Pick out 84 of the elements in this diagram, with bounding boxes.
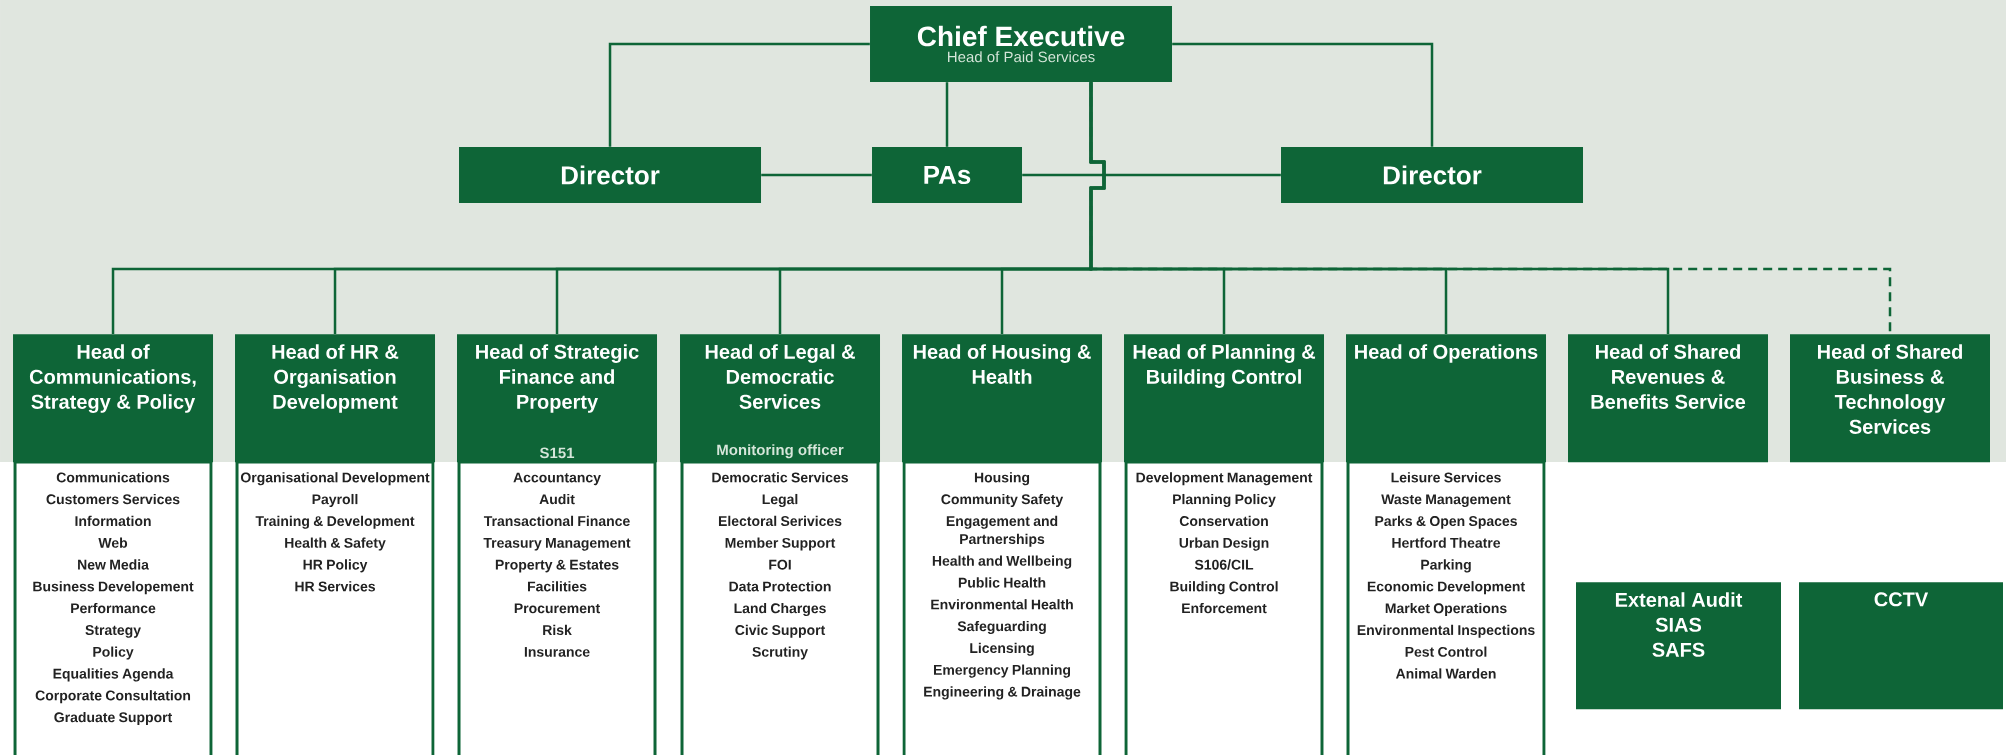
list-item: Communications — [56, 472, 170, 483]
list-item: Housing — [974, 472, 1030, 486]
header-box: Head of Housing & Health — [902, 334, 1102, 463]
connector-line — [1022, 173, 1281, 177]
list-item: Market Operations — [1385, 602, 1507, 616]
list-item: Procurement — [514, 603, 600, 614]
list-item: Property & Estates — [495, 559, 619, 573]
list-item: Customers Services — [46, 493, 180, 505]
header-box: Head of Strategic Finance and Property S151 — [457, 334, 657, 463]
list-item: HR Policy — [303, 559, 368, 573]
header-box: Head of Shared Revenues & Benefits Service — [1568, 334, 1768, 463]
list-item: Licensing — [970, 642, 1034, 656]
list-item: Insurance — [524, 647, 590, 657]
list-item: Emergency Planning — [934, 664, 1071, 678]
list-item: Conservation — [1179, 515, 1268, 527]
list-item: Planning Policy — [1173, 493, 1276, 508]
header-box: Head of Legal & Democratic Services Monitoring officer — [680, 334, 880, 463]
list-item: Community Safety — [941, 493, 1064, 507]
role-box: Director — [459, 147, 761, 203]
list-item: Hertford Theatre — [1392, 537, 1501, 548]
team-box: Extenal Audit SIAS SAFS — [1576, 582, 1781, 710]
list-item: Electoral Serivices — [718, 515, 842, 527]
list-item: Legal — [762, 493, 798, 508]
list-item: Environmental Inspections — [1357, 624, 1535, 638]
list-item: Member Support — [725, 537, 836, 551]
list-item: Organisational Development — [240, 472, 430, 486]
list-item: Building Control — [1170, 581, 1278, 595]
list-item: Risk — [543, 624, 572, 636]
list-item: Payroll — [312, 493, 358, 507]
header-box: Head of Operations — [1346, 334, 1546, 463]
list-item: Waste Management — [1381, 494, 1511, 508]
list-item: Information — [75, 515, 151, 527]
list-item: Animal Warden — [1395, 668, 1496, 679]
list-item: Engineering & Drainage — [924, 686, 1081, 700]
connector-line — [945, 82, 949, 147]
list-item: Safeguarding — [957, 620, 1046, 635]
list-item: Health and Wellbeing — [932, 555, 1072, 569]
list-item: HR Services — [295, 581, 375, 592]
list-item: Parks & Open Spaces — [1375, 515, 1517, 529]
list-item: Equalities Agenda — [53, 668, 174, 682]
list-item: Performance — [71, 602, 156, 614]
list-item: New Media — [78, 559, 149, 570]
list-item: Accountancy — [513, 472, 601, 486]
list-item: Civic Support — [735, 624, 826, 638]
list-item: Development Management — [1136, 472, 1313, 486]
list-item: Enforcement — [1182, 602, 1267, 614]
list-item: Urban Design — [1179, 537, 1269, 551]
connector-line — [1172, 42, 1434, 147]
header-box: Head of Planning & Building Control — [1124, 334, 1324, 463]
list-item: Web — [98, 537, 128, 548]
list-item: Environmental Health — [931, 599, 1073, 610]
connector-line — [761, 173, 872, 177]
list-item: Health & Safety — [285, 537, 386, 551]
list-item: Strategy — [85, 625, 141, 638]
list-item: Graduate Support — [54, 711, 173, 725]
header-box: Head of HR & Organisation Development — [235, 334, 435, 463]
connector-line — [608, 42, 870, 147]
list-item: Engagement and Partnerships — [946, 515, 1058, 547]
list-item: Treasury Management — [483, 538, 631, 551]
list-item: Parking — [1421, 559, 1471, 573]
list-item: Scrutiny — [752, 646, 808, 660]
list-item: Corporate Consultation — [35, 690, 191, 704]
list-item: Leisure Services — [1391, 472, 1501, 483]
list-item: Business Developement — [33, 581, 194, 595]
list-item: S106/CIL — [1194, 559, 1254, 570]
list-item: Transactional Finance — [483, 515, 630, 527]
list-item: Policy — [93, 646, 134, 660]
header-box: Head of Communications, Strategy & Policy — [13, 334, 213, 463]
list-item: Audit — [539, 493, 575, 505]
list-item: Training & Development — [255, 515, 415, 529]
role-box: Director — [1281, 147, 1583, 203]
list-item: Economic Development — [1367, 581, 1525, 595]
connector-line — [1089, 82, 1892, 334]
list-item: Public Health — [958, 577, 1046, 588]
list-item: Democratic Services — [712, 472, 848, 483]
list-item: Land Charges — [734, 602, 826, 617]
title-box: Chief Executive Head of Paid Services — [870, 6, 1172, 82]
list-item: Data Protection — [729, 581, 831, 592]
team-box: CCTV — [1799, 582, 2003, 710]
list-item: Pest Control — [1405, 646, 1487, 657]
list-item: FOI — [769, 559, 791, 570]
header-box: Head of Shared Business & Technology Services — [1790, 334, 1990, 463]
list-item: Facilities — [528, 581, 587, 592]
role-box: PAs — [872, 147, 1022, 203]
